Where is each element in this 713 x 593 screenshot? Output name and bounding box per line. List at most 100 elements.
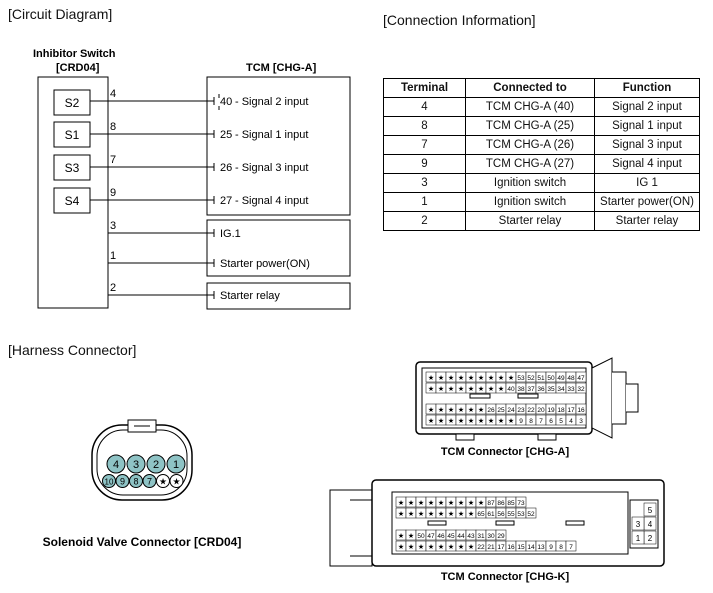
blank-pin: ★ [445, 496, 457, 508]
solenoid-pin: 3 [126, 454, 146, 474]
svg-text:4: 4 [648, 520, 653, 529]
wire-number: 1 [110, 250, 116, 262]
connector-pin: 25 [495, 403, 507, 415]
svg-text:35: 35 [547, 386, 555, 393]
svg-text:14: 14 [527, 544, 535, 551]
svg-text:★: ★ [458, 499, 464, 507]
svg-text:★: ★ [468, 374, 474, 382]
svg-text:★: ★ [478, 374, 484, 382]
connector-pin: 8 [525, 414, 537, 426]
svg-text:15: 15 [517, 544, 525, 551]
blank-pin: ★ [465, 496, 477, 508]
svg-text:★: ★ [398, 510, 404, 518]
blank-pin: ★ [465, 507, 477, 519]
svg-text:33: 33 [567, 386, 575, 393]
svg-text:17: 17 [497, 544, 505, 551]
connector-pin: 20 [535, 403, 547, 415]
svg-text:★: ★ [448, 510, 454, 518]
svg-text:20: 20 [537, 407, 545, 414]
connector-pin: 55 [505, 507, 517, 519]
connector-pin: 65 [475, 507, 487, 519]
tcm-title: TCM [CHG-A] [246, 62, 317, 74]
svg-text:51: 51 [537, 375, 545, 382]
blank-pin: ★ [425, 414, 437, 426]
svg-text:50: 50 [547, 375, 555, 382]
connector-pin: 38 [515, 382, 527, 394]
header-function: Function [594, 78, 700, 98]
wire-9 [90, 196, 215, 204]
svg-text:29: 29 [497, 533, 505, 540]
svg-text:1: 1 [636, 534, 641, 543]
svg-text:★: ★ [428, 543, 434, 551]
svg-text:★: ★ [408, 499, 414, 507]
connector-pin: 32 [575, 382, 587, 394]
side-pin: 4 [643, 516, 657, 531]
blank-pin: ★ [495, 371, 507, 383]
connector-pin: 53 [515, 371, 527, 383]
svg-text:30: 30 [487, 533, 495, 540]
svg-text:★: ★ [438, 406, 444, 414]
svg-text:22: 22 [527, 407, 535, 414]
svg-text:★: ★ [438, 510, 444, 518]
connector-pin: 22 [475, 540, 487, 552]
connector-pin: 52 [525, 371, 537, 383]
svg-text:★: ★ [408, 532, 414, 540]
svg-text:18: 18 [557, 407, 565, 414]
svg-text:13: 13 [537, 544, 545, 551]
starter-relay-label: Starter relay [220, 290, 280, 302]
svg-text:26: 26 [487, 407, 495, 414]
starter-power-label: Starter power(ON) [220, 258, 310, 270]
connector-pin: 15 [515, 540, 527, 552]
svg-text:86: 86 [497, 500, 505, 507]
svg-text:2: 2 [648, 534, 653, 543]
blank-pin: ★ [445, 414, 457, 426]
tcm-pin-number: 26 [220, 162, 232, 174]
blank-pin: ★ [495, 414, 507, 426]
wire-8 [90, 130, 215, 138]
svg-text:★: ★ [448, 417, 454, 425]
blank-pin: ★ [485, 414, 497, 426]
cell: Starter power(ON) [594, 192, 700, 212]
blank-pin: ★ [405, 529, 417, 541]
svg-text:53: 53 [517, 511, 525, 518]
svg-text:9: 9 [519, 418, 523, 425]
connector-pin: 24 [505, 403, 517, 415]
connector-pin: 49 [555, 371, 567, 383]
svg-text:4: 4 [113, 459, 119, 471]
wire-number: 4 [110, 88, 116, 100]
blank-pin: ★ [455, 507, 467, 519]
svg-text:50: 50 [417, 533, 425, 540]
svg-text:★: ★ [498, 374, 504, 382]
wire-number: 8 [110, 121, 116, 133]
svg-text:★: ★ [438, 543, 444, 551]
wire-7 [90, 163, 215, 171]
svg-text:56: 56 [497, 511, 505, 518]
svg-text:4: 4 [569, 418, 573, 425]
svg-text:52: 52 [527, 511, 535, 518]
svg-text:53: 53 [517, 375, 525, 382]
svg-text:★: ★ [172, 477, 180, 487]
svg-text:3: 3 [579, 418, 583, 425]
wire-number: 3 [110, 220, 116, 232]
svg-text:47: 47 [427, 533, 435, 540]
connector-pin: 23 [515, 403, 527, 415]
connector-pin: 50 [415, 529, 427, 541]
switch-title: Inhibitor Switch [33, 48, 116, 60]
solenoid-pin: ★ [169, 474, 184, 488]
svg-text:★: ★ [428, 385, 434, 393]
svg-text:★: ★ [418, 499, 424, 507]
tcm-pin-number: 40 [220, 96, 232, 108]
svg-text:23: 23 [517, 407, 525, 414]
cell: Signal 1 input [594, 116, 700, 136]
blank-pin: ★ [445, 382, 457, 394]
blank-pin: ★ [475, 382, 487, 394]
svg-text:32: 32 [577, 386, 585, 393]
tcm-chg-k-caption: TCM Connector [CHG-K] [441, 571, 570, 583]
tcm-pin-number: 27 [220, 195, 232, 207]
